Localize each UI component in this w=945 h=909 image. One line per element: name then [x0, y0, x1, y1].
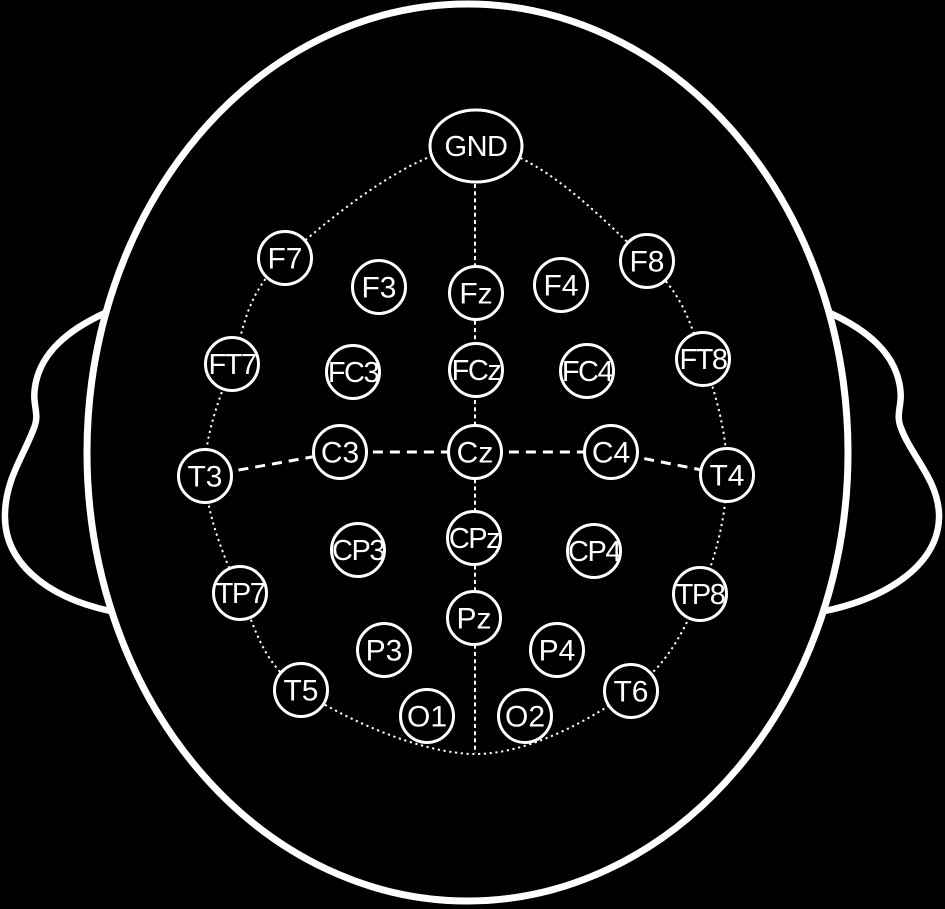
electrode-label-F4: F4: [543, 270, 578, 303]
electrode-circle-T6: [603, 663, 659, 719]
electrode-label-T4: T4: [709, 460, 744, 493]
head-outline: [83, 0, 852, 905]
electrode-C4: C4: [583, 424, 639, 480]
electrode-label-CPz: CPz: [449, 523, 500, 555]
electrode-F7: F7: [257, 230, 313, 286]
electrode-F8: F8: [619, 233, 675, 289]
electrode-label-P3: P3: [366, 635, 403, 668]
electrode-label-O1: O1: [407, 701, 447, 734]
electrode-circle-CPz: [446, 510, 502, 566]
electrode-label-T3: T3: [187, 461, 222, 494]
electrode-circle-C3: [312, 424, 368, 480]
electrode-label-TP8: TP8: [676, 579, 725, 611]
electrode-circle-FT7: [204, 336, 260, 392]
electrode-label-CP4: CP4: [568, 536, 621, 568]
electrode-CP3: CP3: [330, 522, 386, 578]
electrode-label-TP7: TP7: [216, 578, 265, 610]
electrode-label-FC3: FC3: [328, 357, 379, 389]
electrode-circle-F7: [257, 230, 313, 286]
electrode-circle-F3: [351, 259, 407, 315]
left-ear: [1, 309, 114, 615]
electrode-label-F8: F8: [629, 246, 664, 279]
electrode-circle-T4: [699, 447, 755, 503]
electrode-T6: T6: [603, 663, 659, 719]
electrode-circle-TP8: [672, 566, 728, 622]
electrode-circle-P4: [529, 622, 585, 678]
electrode-label-T6: T6: [613, 676, 648, 709]
electrode-FT7: FT7: [204, 336, 260, 392]
electrode-FT8: FT8: [675, 331, 731, 387]
electrode-circle-TP7: [212, 565, 268, 621]
electrode-GND: GND: [428, 108, 524, 184]
electrode-F3: F3: [351, 259, 407, 315]
electrode-CP4: CP4: [566, 523, 623, 579]
electrode-label-O2: O2: [505, 701, 545, 734]
electrode-Pz: Pz: [446, 590, 502, 646]
electrode-label-F7: F7: [267, 243, 302, 276]
electrode-label-Fz: Fz: [459, 278, 492, 311]
electrode-label-FC4: FC4: [562, 356, 614, 388]
electrode-O2: O2: [497, 688, 553, 744]
electrode-label-F3: F3: [361, 272, 396, 305]
electrode-label-Cz: Cz: [457, 437, 494, 470]
electrode-Fz: Fz: [448, 265, 504, 321]
electrode-label-FT7: FT7: [208, 349, 255, 381]
electrode-circle-FT8: [675, 331, 731, 387]
electrode-FC4: FC4: [559, 343, 615, 399]
electrode-circle-F4: [533, 257, 589, 313]
electrode-P4: P4: [529, 622, 585, 678]
electrode-label-T5: T5: [283, 675, 318, 708]
electrode-FC3: FC3: [325, 344, 381, 400]
electrode-circle-P3: [356, 622, 412, 678]
electrode-FCz: FCz: [448, 342, 504, 398]
electrode-O1: O1: [399, 688, 455, 744]
electrode-circle-Pz: [446, 590, 502, 646]
electrode-label-FT8: FT8: [679, 344, 726, 376]
electrode-circle-CP4: [566, 523, 622, 579]
electrode-TP8: TP8: [672, 566, 728, 622]
electrode-C3: C3: [312, 424, 368, 480]
electrode-circle-T5: [273, 662, 329, 718]
electrode-T3: T3: [177, 448, 233, 504]
right-ear: [821, 309, 943, 615]
electrode-label-C3: C3: [321, 437, 359, 470]
electrode-circle-O2: [497, 688, 553, 744]
electrode-circle-O1: [399, 688, 455, 744]
electrode-label-CP3: CP3: [332, 535, 384, 567]
electrode-label-P4: P4: [539, 635, 576, 668]
electrode-label-GND: GND: [445, 131, 508, 163]
electrode-circle-GND: [428, 108, 524, 184]
electrode-TP7: TP7: [212, 565, 268, 621]
electrode-circle-Fz: [448, 265, 504, 321]
electrode-circle-FC4: [559, 343, 615, 399]
electrode-label-C4: C4: [592, 437, 630, 470]
electrode-circle-CP3: [330, 522, 386, 578]
electrode-label-FCz: FCz: [452, 355, 502, 387]
electrode-T5: T5: [273, 662, 329, 718]
electrode-F4: F4: [533, 257, 589, 313]
electrode-circle-F8: [619, 233, 675, 289]
electrode-CPz: CPz: [446, 510, 502, 566]
electrode-T4: T4: [699, 447, 755, 503]
electrode-circle-T3: [177, 448, 233, 504]
electrode-label-Pz: Pz: [456, 603, 491, 636]
electrode-Cz: Cz: [447, 424, 503, 480]
electrode-circle-C4: [583, 424, 639, 480]
electrode-circle-FC3: [325, 344, 381, 400]
electrode-circle-Cz: [447, 424, 503, 480]
electrode-P3: P3: [356, 622, 412, 678]
electrode-circle-FCz: [448, 342, 504, 398]
